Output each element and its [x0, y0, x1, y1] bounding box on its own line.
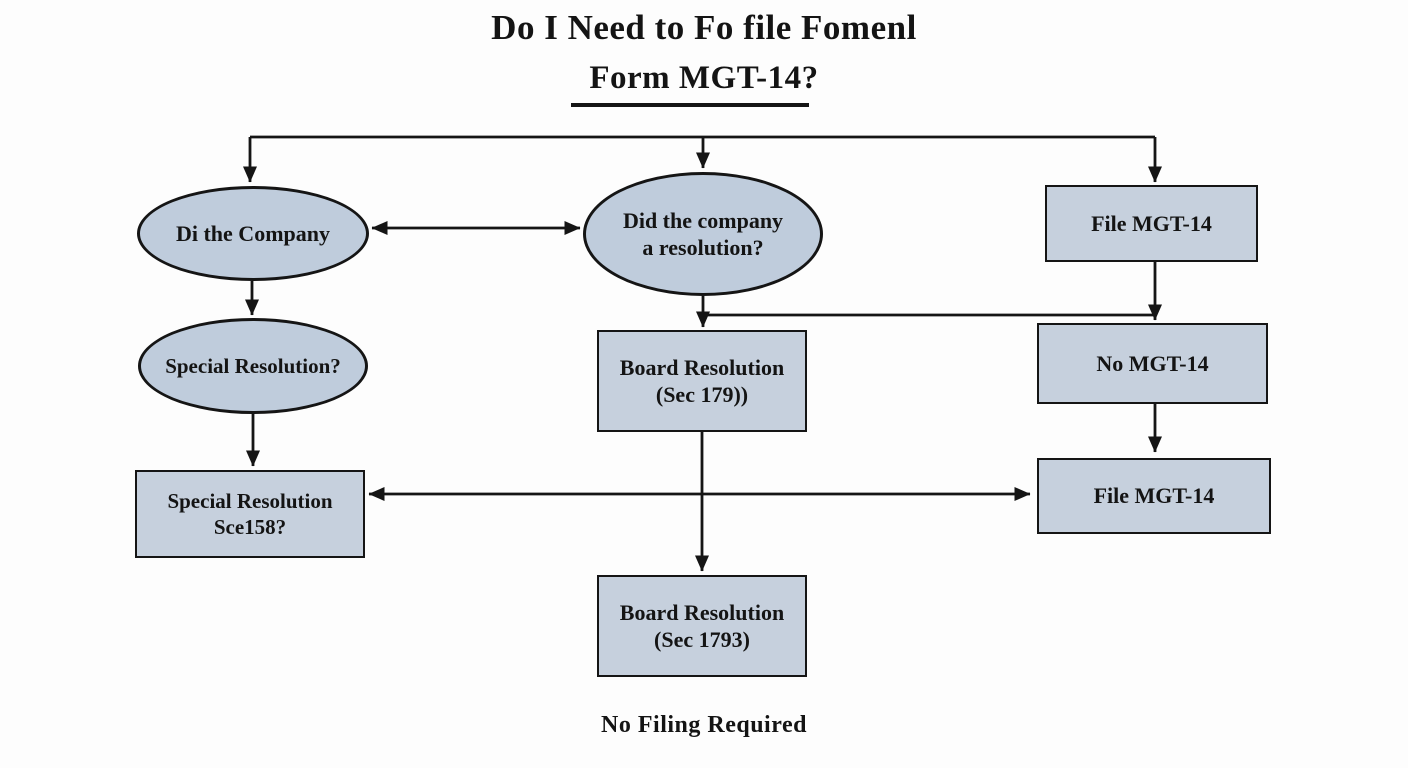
node-label: File MGT-14 [1091, 210, 1212, 236]
node-board-resolution-sec1793: Board Resolution (Sec 1793) [597, 575, 807, 677]
title-underline [571, 103, 809, 107]
no-filing-required-note: No Filing Required [601, 712, 807, 738]
node-label: Di the Company [175, 220, 330, 246]
diagram-title-line1: Do I Need to Fo file Fomenl [491, 8, 917, 47]
node-did-company-a-resolution: Did the company a resolution? [583, 172, 823, 296]
node-label: Special Resolution? [165, 353, 341, 378]
node-label: (Sec 1793) [654, 627, 750, 652]
diagram-title-line2: Form MGT-14? [589, 60, 819, 96]
node-label: Sce158? [213, 515, 287, 539]
node-label: Special Resolution [167, 488, 333, 513]
node-label: Board Resolution [619, 354, 785, 380]
node-label: (Sec 179)) [655, 382, 749, 407]
node-no-mgt14: No MGT-14 [1037, 323, 1268, 404]
diagram-title: Do I Need to Fo file Fomenl Form MGT-14? [0, 10, 1408, 107]
node-file-mgt14-top: File MGT-14 [1045, 185, 1258, 262]
node-label: File MGT-14 [1093, 483, 1215, 509]
node-special-resolution-sec158: Special Resolution Sce158? [135, 470, 365, 558]
node-file-mgt14-right: File MGT-14 [1037, 458, 1271, 534]
node-label: a resolution? [642, 235, 764, 260]
node-label: Did the company [622, 207, 784, 233]
node-board-resolution-sec179: Board Resolution (Sec 179)) [597, 330, 807, 432]
node-did-the-company: Di the Company [137, 186, 369, 281]
node-label: Board Resolution [619, 599, 785, 625]
node-label: No MGT-14 [1096, 350, 1209, 376]
node-special-resolution-question: Special Resolution? [138, 318, 368, 414]
